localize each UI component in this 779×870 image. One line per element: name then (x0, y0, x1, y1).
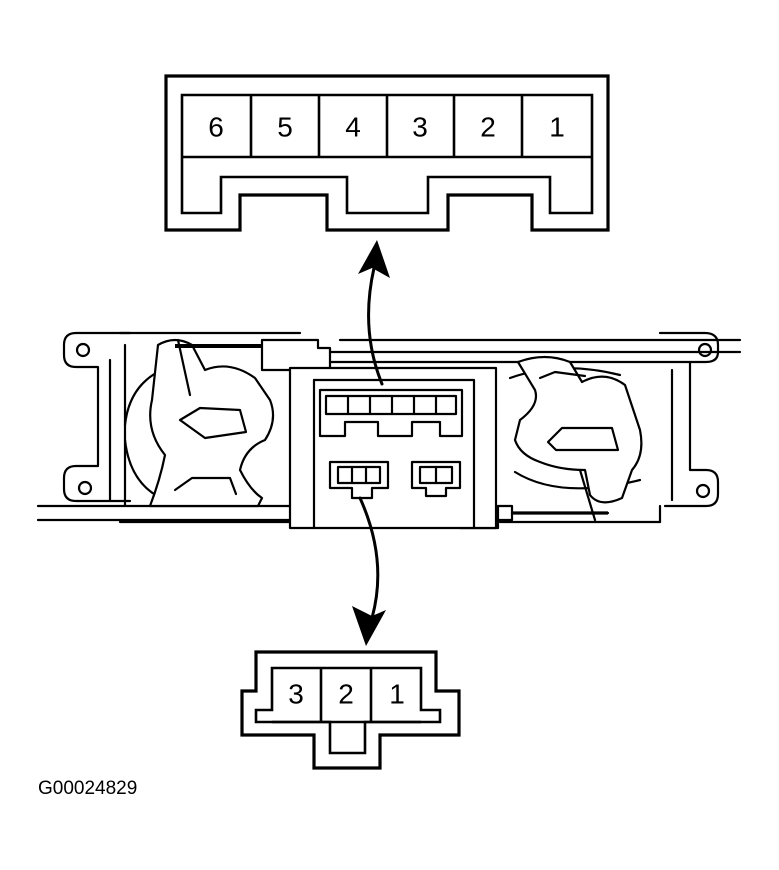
pin-4-label: 4 (345, 112, 361, 143)
pin-1-label: 1 (549, 112, 565, 143)
pin-3-label: 3 (288, 679, 304, 710)
connector-3pin: 3 2 1 (240, 650, 461, 770)
pin-2-label: 2 (480, 112, 496, 143)
pin-6-label: 6 (208, 112, 224, 143)
arrow-to-3pin-connector (352, 496, 386, 646)
pin-3-label: 3 (412, 112, 428, 143)
pin-2-label: 2 (338, 679, 354, 710)
pin-5-label: 5 (277, 112, 293, 143)
figure-id: G00024829 (38, 778, 137, 799)
pin-1-label: 1 (389, 679, 405, 710)
arrow-to-6pin-connector (358, 240, 390, 386)
connector-6pin: 6 5 4 3 2 1 (164, 74, 610, 232)
blower-module-assembly (36, 331, 742, 530)
